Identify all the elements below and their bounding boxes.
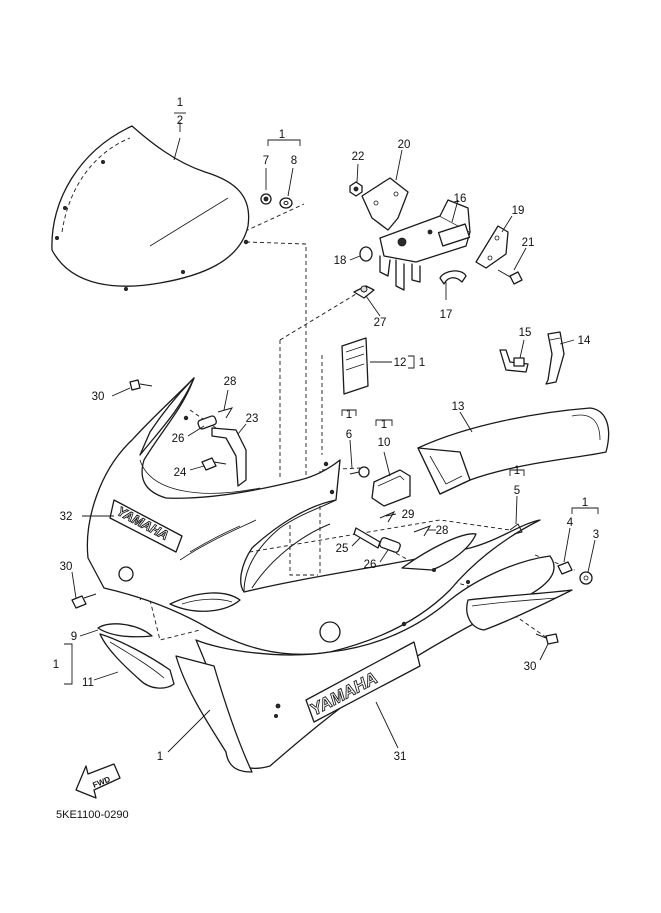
callout-12: 12 [394, 357, 407, 369]
rivet-6 [349, 466, 370, 478]
callout-9: 9 [71, 631, 77, 643]
scoop-9 [97, 623, 153, 638]
windscreen [51, 125, 250, 291]
nut-22 [349, 181, 363, 197]
side-panel-right [401, 533, 573, 631]
callout-27: 27 [374, 317, 387, 329]
callout-30-b: 30 [60, 561, 73, 573]
grommet-18 [359, 246, 373, 262]
meter-bracket-assembly [361, 177, 471, 291]
callout-3: 3 [593, 529, 599, 541]
callout-1-e: 1 [381, 419, 387, 431]
inner-fairing-23 [211, 427, 247, 487]
clip-28-right [413, 525, 432, 537]
leader-lines [64, 122, 599, 753]
clip-28 [217, 407, 234, 419]
callout-1-f: 1 [514, 465, 520, 477]
screw-24 [201, 457, 227, 471]
callout-21: 21 [522, 237, 535, 249]
bracket-19 [475, 225, 509, 269]
bolt-30-right [535, 633, 559, 645]
clip-15 [499, 349, 529, 373]
callout-22: 22 [352, 151, 365, 163]
callout-24: 24 [174, 467, 187, 479]
callout-29: 29 [402, 509, 415, 521]
callout-1-i: 1 [157, 751, 163, 763]
callout-labels: 1 2 1 7 8 22 20 16 19 21 18 17 27 12 1 1… [53, 97, 599, 763]
windscreen-screw-7 [260, 193, 272, 205]
stay-14 [545, 331, 565, 385]
pin-25 [353, 527, 381, 549]
callout-30-a: 30 [92, 391, 105, 403]
callout-8: 8 [291, 155, 297, 167]
callout-15: 15 [519, 327, 532, 339]
callout-10: 10 [378, 437, 391, 449]
pin-26-right [379, 537, 401, 553]
damper-27 [353, 285, 375, 299]
callout-26-a: 26 [172, 433, 185, 445]
drawing-code: 5KE1100-0290 [56, 809, 129, 821]
callout-26-b: 26 [364, 559, 377, 571]
inner-panel-10 [371, 469, 411, 507]
callout-30-c: 30 [524, 661, 537, 673]
callout-7: 7 [263, 155, 269, 167]
callout-1-g: 1 [582, 497, 588, 509]
bolt-30-left [71, 593, 97, 609]
callout-23: 23 [246, 413, 259, 425]
pin-26 [197, 415, 217, 430]
bolt-21 [497, 269, 523, 285]
scoop-11 [99, 633, 175, 689]
callout-28-a: 28 [224, 376, 237, 388]
callout-16: 16 [454, 193, 467, 205]
callout-1-b: 1 [279, 129, 285, 141]
forward-arrow: FWD [75, 763, 121, 799]
callout-1-top: 1 [177, 97, 183, 109]
clip-5 [509, 523, 523, 535]
upper-fairing [86, 377, 541, 661]
windscreen-washer-8 [279, 197, 293, 209]
callout-18: 18 [334, 255, 347, 267]
callout-17: 17 [440, 309, 453, 321]
cap-3 [579, 571, 593, 585]
callout-1-h: 1 [53, 659, 59, 671]
callout-28-b: 28 [436, 525, 449, 537]
callout-13: 13 [452, 401, 465, 413]
callout-1-d: 1 [346, 409, 352, 421]
callout-2: 2 [177, 115, 183, 127]
clip-29 [379, 510, 396, 523]
callout-32: 32 [60, 511, 73, 523]
callout-14: 14 [578, 335, 591, 347]
cap-4 [557, 561, 573, 575]
callout-4: 4 [567, 517, 574, 529]
callout-6: 6 [346, 429, 352, 441]
callout-1-c: 1 [419, 357, 425, 369]
pad-12 [341, 337, 369, 395]
bolt-30-top [129, 379, 153, 391]
callout-31: 31 [394, 751, 407, 763]
callout-19: 19 [512, 205, 525, 217]
air-duct-13 [417, 407, 610, 495]
callout-20: 20 [398, 139, 411, 151]
callout-5: 5 [514, 485, 520, 497]
callout-11: 11 [82, 677, 94, 689]
clamp-17 [439, 270, 467, 285]
callout-25: 25 [336, 543, 349, 555]
